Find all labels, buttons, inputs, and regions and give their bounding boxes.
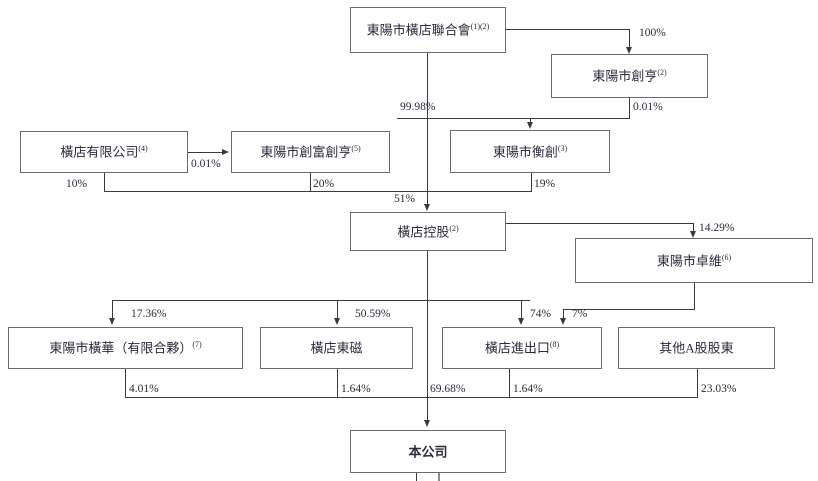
node-zhuowei-note: (6) xyxy=(721,252,732,262)
pct-14-29: 14.29% xyxy=(699,222,735,234)
node-hengchuang: 東陽市衡創(3) xyxy=(450,130,610,173)
pct-17-36: 17.36% xyxy=(131,308,167,320)
edge-chuangheng-down-v xyxy=(629,98,630,119)
node-union: 東陽市橫店聯合會(1)(2) xyxy=(350,7,506,53)
node-hengchuang-label: 東陽市衡創 xyxy=(492,143,558,159)
arrowhead-zhuowei-to-jinchukou xyxy=(560,318,566,325)
pct-1-64-a: 1.64% xyxy=(341,383,371,395)
node-henghua: 東陽市橫華（有限合夥）(7) xyxy=(8,327,243,369)
edge-holdings-to-zhuowei-v xyxy=(693,223,694,232)
arrowhead-to-holdings xyxy=(424,204,430,211)
arrowhead-union-to-chuangheng xyxy=(626,47,632,54)
edge-chuangheng-to-hengchuang-h xyxy=(530,118,630,119)
node-union-label: 東陽市橫店聯合會 xyxy=(366,22,471,38)
edge-jinchukou-164-v xyxy=(509,369,510,398)
node-dongci-label: 橫店東磁 xyxy=(310,340,363,356)
node-chuangfu-note: (5) xyxy=(351,144,361,154)
pct-23-03: 23.03% xyxy=(701,383,737,395)
pct-50-59: 50.59% xyxy=(355,308,391,320)
arrowhead-hengdian-to-chuangfu xyxy=(222,149,229,155)
edge-hengchuang-19pct-v xyxy=(531,173,532,192)
edge-to-jinchukou-v xyxy=(521,300,522,319)
edge-to-henghua-v xyxy=(112,300,113,319)
pct-0-01-a: 0.01% xyxy=(633,101,663,113)
node-hengdian-ltd-label: 橫店有限公司 xyxy=(60,144,139,160)
node-other-a-shareholders-label: 其他A股股東 xyxy=(659,340,734,356)
company-stub-left xyxy=(416,473,417,481)
node-hengchuang-note: (3) xyxy=(557,143,568,153)
edge-zhuowei-to-jinchukou-v xyxy=(563,309,564,319)
bottom-merge-bar xyxy=(125,397,697,398)
edge-to-dongci-v xyxy=(337,300,338,319)
arrowhead-to-dongci xyxy=(334,318,340,325)
node-holdings: 橫店控股(2) xyxy=(350,212,506,251)
edge-holdings-trunk-v xyxy=(427,251,428,301)
edge-union-9998-h xyxy=(397,118,530,119)
node-henghua-note: (7) xyxy=(192,340,202,350)
pct-100: 100% xyxy=(639,27,666,39)
arrowhead-to-zhuowei xyxy=(690,231,696,238)
edge-holdings-6968-v xyxy=(427,300,428,398)
node-holdings-label: 橫店控股 xyxy=(397,223,450,239)
pct-51: 51% xyxy=(394,193,416,205)
node-zhuowei-label: 東陽市卓維 xyxy=(656,252,722,268)
arrowhead-to-jinchukou xyxy=(518,318,524,325)
pct-1-64-b: 1.64% xyxy=(513,383,543,395)
node-chuangfu-label: 東陽市創富創亨 xyxy=(260,144,352,160)
edge-zhuowei-to-jinchukou-h xyxy=(563,309,695,310)
pct-19: 19% xyxy=(534,178,556,190)
pct-99-98: 99.98% xyxy=(400,101,436,113)
edge-to-hengchuang-v xyxy=(530,118,531,123)
edge-dongci-164-v xyxy=(337,369,338,398)
merge-bar-to-holdings xyxy=(104,191,532,192)
node-jinchukou-note: (8) xyxy=(549,340,560,350)
node-chuangheng-label: 東陽市創亨 xyxy=(592,68,658,84)
edge-hengdian-to-chuangfu-h xyxy=(188,152,224,153)
node-other-a-shareholders: 其他A股股東 xyxy=(618,327,775,369)
node-hengdian-ltd: 橫店有限公司(4) xyxy=(20,131,188,173)
node-jinchukou-label: 橫店進出口 xyxy=(484,340,550,356)
node-chuangfu: 東陽市創富創亨(5) xyxy=(231,131,390,173)
pct-0-01-b: 0.01% xyxy=(191,158,221,170)
pct-4-01: 4.01% xyxy=(129,383,159,395)
pct-20: 20% xyxy=(313,178,335,190)
pct-7: 7% xyxy=(572,308,588,320)
edge-union-to-chuangheng-v xyxy=(629,29,630,48)
node-chuangheng-note: (2) xyxy=(657,68,667,78)
holdings-split-bar xyxy=(112,300,530,301)
node-union-note: (1)(2) xyxy=(470,22,490,32)
edge-union-to-chuangheng-h xyxy=(506,29,630,30)
arrowhead-to-henghua xyxy=(109,318,115,325)
node-zhuowei: 東陽市卓維(6) xyxy=(575,238,813,283)
edge-holdings-to-zhuowei-h xyxy=(506,223,694,224)
node-henghua-label: 東陽市橫華（有限合夥） xyxy=(49,340,193,356)
arrowhead-to-hengchuang xyxy=(527,122,533,129)
node-company: 本公司 xyxy=(350,430,506,473)
node-jinchukou: 橫店進出口(8) xyxy=(442,327,602,369)
company-stub-right xyxy=(438,473,440,481)
node-company-label: 本公司 xyxy=(408,443,448,459)
node-dongci: 橫店東磁 xyxy=(260,327,413,369)
pct-69-68: 69.68% xyxy=(430,383,466,395)
edge-henghua-401-v xyxy=(125,369,126,398)
node-chuangheng: 東陽市創亨(2) xyxy=(551,54,708,98)
pct-10: 10% xyxy=(66,178,88,190)
edge-zhuowei-down-v xyxy=(694,283,695,310)
edge-merge-to-company-v xyxy=(427,397,428,421)
arrowhead-to-company xyxy=(424,420,430,427)
node-hengdian-ltd-note: (4) xyxy=(138,144,148,154)
edge-hengdian-10pct-v xyxy=(104,173,105,192)
pct-74: 74% xyxy=(530,308,552,320)
node-holdings-note: (2) xyxy=(449,223,459,233)
edge-union-trunk-v xyxy=(427,53,428,205)
edge-chuangfu-20pct-v xyxy=(310,173,311,192)
edge-other-a-2303-v xyxy=(697,369,698,398)
